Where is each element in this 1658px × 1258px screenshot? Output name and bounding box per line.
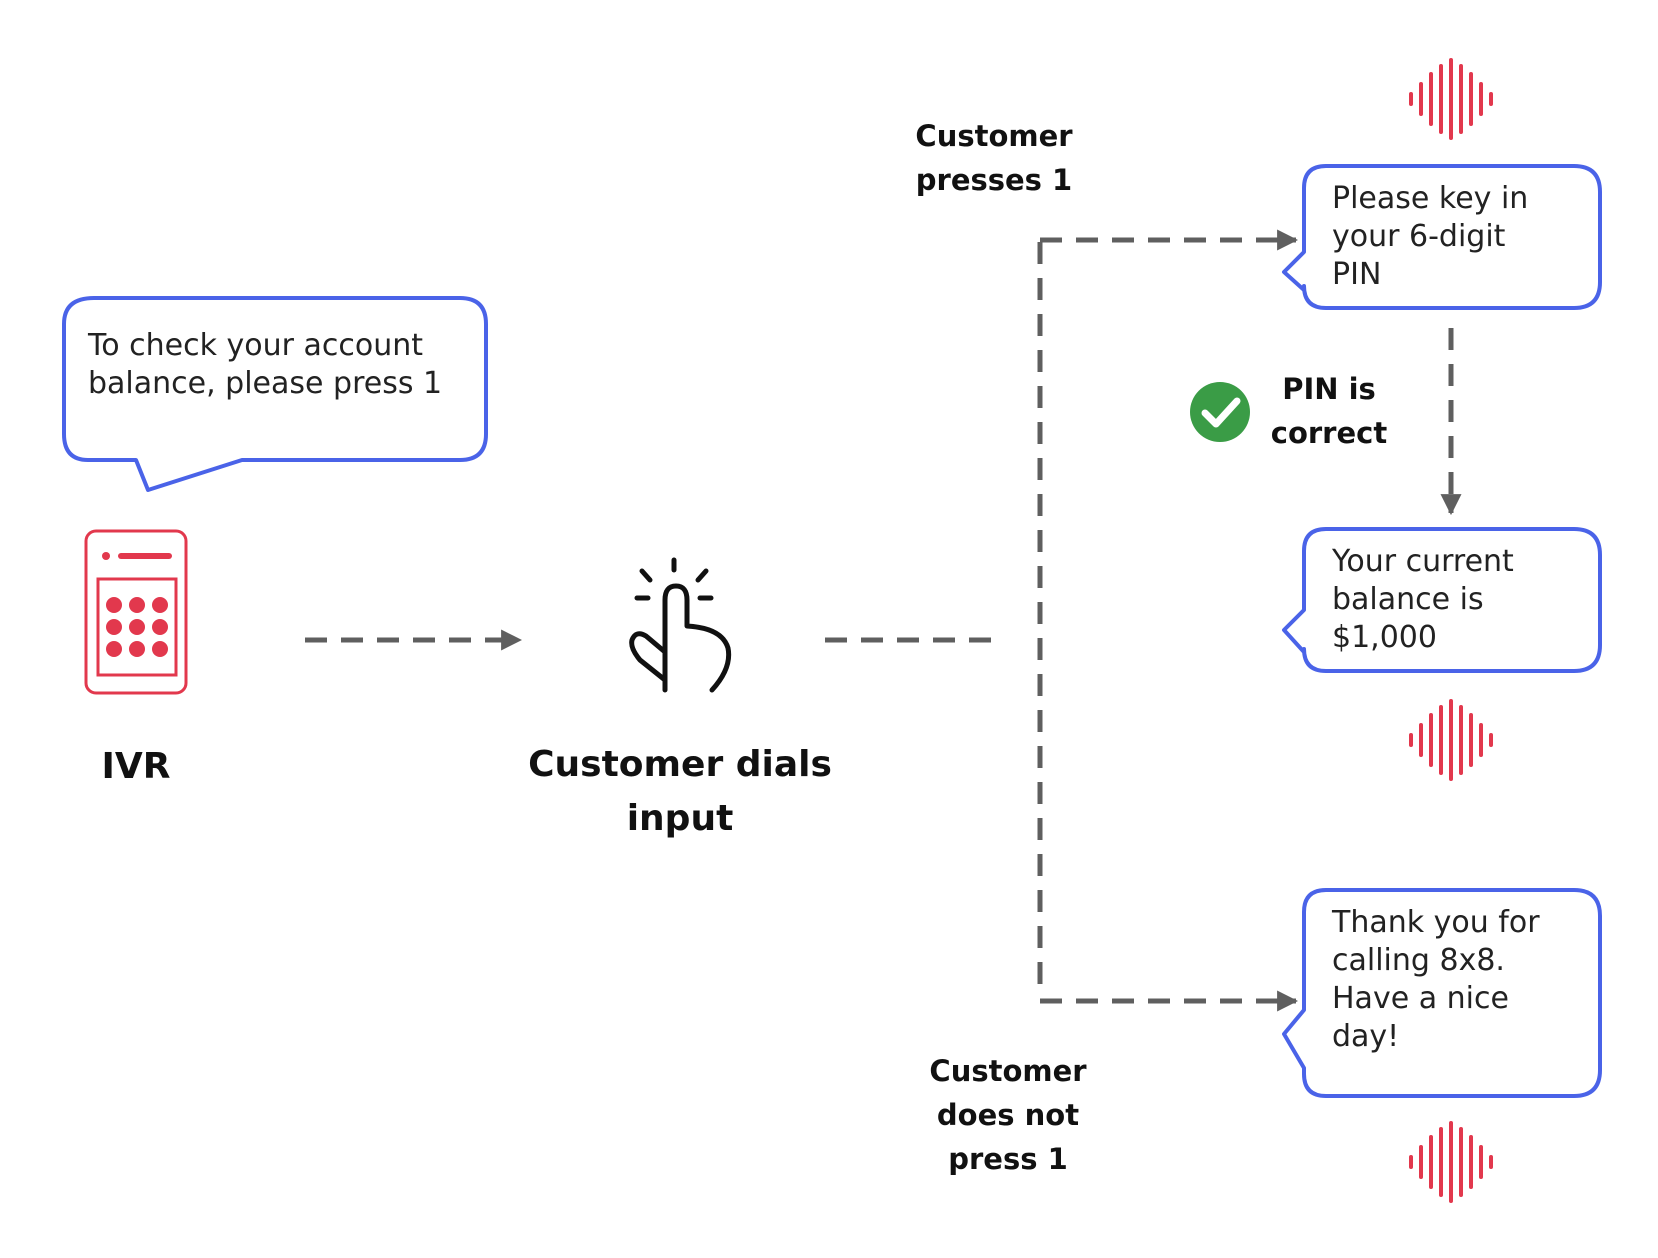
tap-hand-icon bbox=[629, 557, 732, 693]
pin-correct-label: PIN is correct bbox=[1270, 372, 1388, 450]
goodbye-bubble bbox=[1282, 888, 1602, 1098]
customer-input-label: Customer dials input bbox=[528, 744, 832, 839]
balance-bubble bbox=[1282, 527, 1602, 673]
pin-request-bubble bbox=[1282, 164, 1602, 310]
keypad-phone-icon bbox=[84, 529, 188, 695]
checkmark-circle-icon bbox=[1190, 382, 1250, 442]
sound-wave-icon bbox=[1409, 1121, 1493, 1203]
pin-request-text: Please key in your 6-digit PIN bbox=[1332, 181, 1529, 292]
balance-text: Your current balance is $1,000 bbox=[1332, 544, 1514, 655]
ivr-label: IVR bbox=[101, 746, 171, 787]
goodbye-text: Thank you for calling 8x8. Have a nice d… bbox=[1332, 905, 1540, 1054]
sound-wave-icon bbox=[1409, 699, 1493, 781]
ivr-prompt-text: To check your account balance, please pr… bbox=[88, 328, 443, 401]
sound-wave-icon bbox=[1409, 58, 1493, 140]
ivr-speech-bubble bbox=[62, 296, 488, 492]
presses-1-label: Customer presses 1 bbox=[915, 119, 1073, 197]
not-press-1-label: Customer does not press 1 bbox=[929, 1054, 1087, 1176]
